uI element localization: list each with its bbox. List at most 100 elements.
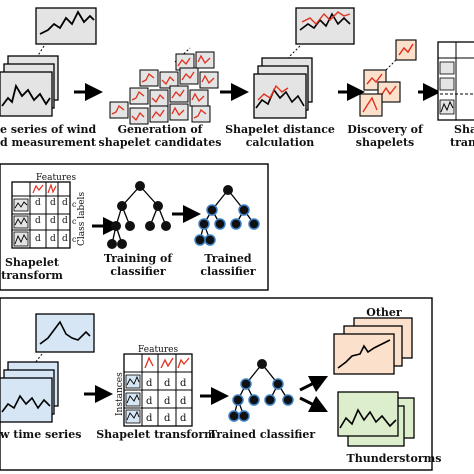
step2-label-line1: Generation of (118, 123, 204, 136)
row1-pipeline: e series of wind d measurement Generatio… (0, 7, 474, 149)
step2-label-line2: shapelet candidates (99, 136, 222, 149)
other-class-stack (333, 317, 413, 375)
new-series-front-line (1, 394, 51, 413)
candidate-red-line (171, 106, 185, 117)
shapelet-highlight-red (398, 43, 414, 56)
other-front (333, 333, 395, 375)
row3-other-label: Other (366, 306, 402, 319)
shapelet-card-3-red (362, 96, 378, 113)
candidate-red-line (151, 93, 165, 104)
matrix-cell-d: d (164, 396, 171, 407)
series-card-front (0, 71, 53, 117)
tree3-node-ll (232, 394, 244, 406)
matrix-cell-d: d (35, 198, 41, 208)
candidate-red-line (191, 92, 205, 103)
row3-thunder-label: Thunderstorms (347, 452, 442, 465)
row3-thumb-1 (125, 374, 141, 389)
zoom-series-line (39, 10, 95, 35)
zoom-panel (35, 7, 97, 45)
candidate-card (109, 101, 129, 119)
matrix-cell-d: d (164, 378, 171, 389)
matrix-cell-d: d (50, 216, 56, 226)
step4-label-line2: shapelets (356, 136, 414, 149)
row3-head-shapelet-3 (177, 357, 190, 369)
tree2-node-l (206, 204, 218, 216)
tree2-node-lr (214, 218, 226, 230)
matrix-cell-d: d (50, 234, 56, 244)
row2-transform-label-2: transform (1, 269, 63, 282)
candidate-red-line (141, 72, 155, 83)
shapelet-transform-preview (437, 41, 474, 121)
row2-transform-label-1: Shapelet (5, 256, 60, 269)
distance-front-red (257, 84, 289, 101)
thunder-front-line (339, 408, 397, 429)
matrix-cell-d: d (164, 413, 171, 424)
tree1-node-lr (125, 221, 135, 231)
row3-head-shapelet-2 (160, 357, 174, 369)
tree3-node-llr (238, 410, 250, 422)
tree3-node-l (240, 378, 252, 390)
candidate-red-line (201, 74, 215, 85)
tree1-node-r (153, 201, 163, 211)
shapelet-card-1-red (366, 73, 383, 85)
distance-zoom-red (301, 11, 351, 26)
candidate-card (191, 105, 211, 123)
step1-label-line1: e series of wind (0, 123, 97, 136)
tree3-node-lll (228, 410, 240, 422)
matrix-cell-d: d (146, 413, 153, 424)
step3-label-line2: calculation (246, 136, 315, 149)
shapelet-candidates (109, 47, 219, 125)
matrix-cell-d: d (146, 396, 153, 407)
series-front-line (1, 83, 51, 107)
row2-thumb-3-line (14, 234, 28, 245)
shapelets-dotted-connector (383, 59, 397, 73)
matrix-cell-d: d (180, 378, 187, 389)
shapelet-card-2-red (380, 85, 397, 97)
row3-arrow-up (299, 375, 329, 393)
row2-thumb-1 (13, 198, 29, 212)
matrix-cell-d: d (180, 396, 187, 407)
discovered-shapelets (359, 39, 417, 117)
row2-class-c1: c (72, 200, 77, 209)
tree1-node-ll (111, 221, 121, 231)
row2-class-labels: Class labels (77, 192, 87, 246)
candidate-red-line (197, 54, 211, 65)
row3-arrow-down (299, 395, 329, 413)
candidate-red-line (177, 57, 191, 67)
row2-features-label: Features (36, 173, 76, 183)
tree1-node-root (135, 181, 145, 191)
row3-transform-label: Shapelet transform (96, 428, 216, 441)
untrained-tree (107, 181, 171, 249)
matrix-cell-d: d (35, 234, 41, 244)
step4-label-line1: Discovery of (347, 123, 424, 136)
tree3-node-r (272, 378, 284, 390)
candidates-dotted-connector (174, 47, 191, 63)
row3-trained-tree (228, 359, 294, 422)
candidate-card (149, 105, 169, 123)
candidate-red-line (111, 104, 125, 115)
training-box (0, 163, 269, 291)
shapelet-card-3 (359, 93, 383, 117)
candidate-red-line (151, 109, 165, 119)
candidate-red-line (131, 90, 145, 101)
tree1-node-lll (107, 239, 117, 249)
preview-thumb-2 (439, 77, 455, 91)
candidate-red-line (181, 71, 195, 81)
row3-classifier-label: Trained classifier (209, 428, 316, 441)
row2-class-c3: c (72, 235, 77, 244)
tree2-node-r (238, 204, 250, 216)
preview-thumb-3-line (440, 100, 454, 113)
candidate-red-line (171, 89, 185, 99)
tree2-node-rr (248, 218, 260, 230)
row3-features-label: Features (138, 345, 178, 355)
candidate-red-line (131, 111, 145, 122)
tree1-node-rl (145, 221, 155, 231)
row2-training-label-1: Training of (104, 252, 174, 265)
step5-label-line1: Sha (454, 123, 474, 136)
matrix-cell-d: d (180, 413, 187, 424)
